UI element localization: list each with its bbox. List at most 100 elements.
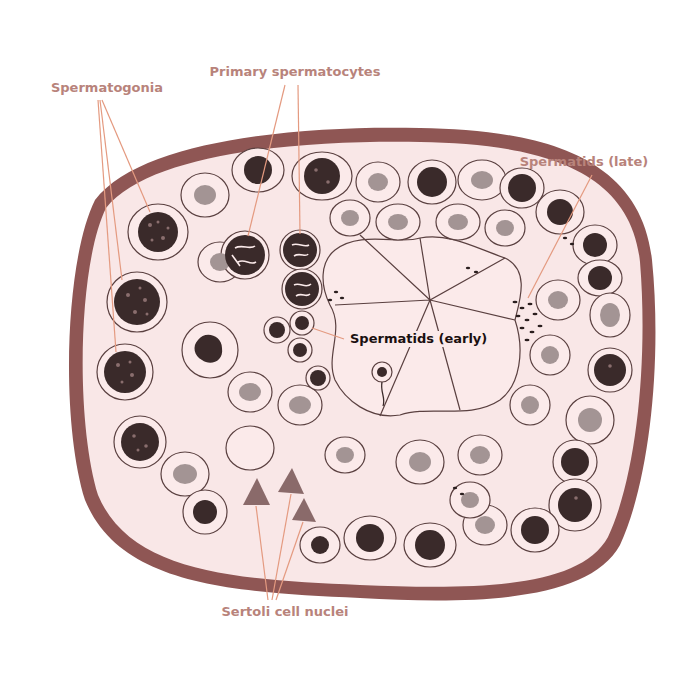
cell-membranes <box>97 148 632 567</box>
chromatin-dots <box>132 434 136 438</box>
chromatin-dots <box>116 363 120 367</box>
late-spermatids <box>460 493 464 495</box>
grey-nuclei <box>541 346 559 364</box>
dark-nuclei <box>415 530 445 560</box>
sertoli-nuclei <box>292 498 316 522</box>
cell-membranes <box>290 311 314 335</box>
cell-membranes <box>344 516 396 560</box>
grey-nuclei <box>336 447 354 463</box>
dark-nuclei <box>588 266 612 290</box>
spermatocyte-chromosomes <box>292 244 309 256</box>
grey-nuclei <box>409 452 431 472</box>
dark-nuclei <box>121 423 159 461</box>
chromatin-dots <box>139 287 142 290</box>
dark-nuclei <box>547 199 573 225</box>
spermatid-tail <box>382 382 384 406</box>
cell-membranes <box>232 148 284 192</box>
chromatin-dots <box>129 361 132 364</box>
cell-membranes <box>306 366 330 390</box>
sertoli-nuclei <box>243 468 316 522</box>
cell-membranes <box>578 260 622 296</box>
cell-membranes <box>510 385 550 425</box>
cell-membranes <box>485 210 525 246</box>
late-spermatids <box>340 297 344 299</box>
cell-membranes <box>330 200 370 236</box>
late-spermatids <box>453 487 457 489</box>
late-spermatids <box>525 319 530 321</box>
dark-nuclei <box>114 279 160 325</box>
cell-membranes <box>288 338 312 362</box>
leader-lines <box>298 85 300 234</box>
dark-nuclei <box>225 235 265 275</box>
dark-nuclei <box>377 367 387 377</box>
cell-membranes <box>404 523 456 567</box>
grey-nuclei <box>341 210 359 226</box>
grey-nuclei <box>600 303 620 327</box>
structure-label: Primary spermatocytes <box>208 64 383 80</box>
chromatin-dots <box>157 221 160 224</box>
cell-membranes <box>97 344 153 400</box>
dark-nuclei <box>521 516 549 544</box>
leader-lines <box>98 100 116 352</box>
chromatin-dots <box>314 168 318 172</box>
cell-membranes <box>553 440 597 484</box>
grey-nuclei <box>496 220 514 236</box>
dark-nuclei <box>283 233 317 267</box>
cell-membranes <box>226 426 274 470</box>
chromatin-dots <box>148 223 152 227</box>
late-spermatids <box>570 243 574 245</box>
chromatin-dots <box>130 373 134 377</box>
grey-nuclei <box>548 291 568 309</box>
leader-lines <box>100 100 122 280</box>
cell-membranes <box>536 190 584 234</box>
cell-membranes <box>536 280 580 320</box>
grey-nuclei <box>471 171 493 189</box>
grey-nuclei <box>578 408 602 432</box>
cell-membranes <box>161 452 209 496</box>
leader-lines <box>248 85 285 236</box>
late-spermatids <box>474 271 478 273</box>
cell-membranes <box>114 416 166 468</box>
dark-nuclei <box>295 316 309 330</box>
leader-lines <box>256 506 268 600</box>
dark-nuclei <box>356 524 384 552</box>
dark-nuclei <box>285 272 319 306</box>
cell-membranes <box>356 162 400 202</box>
grey-nuclei <box>388 214 408 230</box>
grey-nuclei <box>289 396 311 414</box>
chromatin-dots <box>143 298 147 302</box>
late-spermatids <box>528 303 533 305</box>
chromatin-dots <box>146 313 149 316</box>
grey-nuclei <box>173 171 620 534</box>
late-spermatids <box>525 339 530 341</box>
grey-nuclei <box>521 396 539 414</box>
grey-nuclei <box>470 446 490 464</box>
cell-membranes <box>530 335 570 375</box>
chromatin-dots <box>161 236 165 240</box>
cell-membranes <box>278 385 322 425</box>
dark-nuclei <box>558 488 592 522</box>
chromatin-dots <box>116 168 612 500</box>
chromatin-dots <box>133 310 137 314</box>
cell-membranes <box>181 173 229 217</box>
cell-membranes <box>376 204 420 240</box>
tubule-wall <box>69 128 655 601</box>
cell-membranes <box>221 231 269 279</box>
dark-nuclei <box>293 343 307 357</box>
chromatin-dots <box>167 227 170 230</box>
cell-membranes <box>450 482 490 518</box>
late-spermatids <box>328 299 332 301</box>
leader-lines <box>312 328 344 339</box>
late-spermatids <box>334 291 338 293</box>
cell-membranes <box>264 317 290 343</box>
cell-membranes <box>323 237 521 416</box>
dark-nuclei <box>508 174 536 202</box>
grey-nuclei <box>173 464 197 484</box>
cell-membranes <box>372 362 392 382</box>
cell-membranes <box>500 168 544 208</box>
dark-nuclei <box>304 158 340 194</box>
late-spermatids <box>538 325 543 327</box>
late-spermatids <box>466 267 470 269</box>
